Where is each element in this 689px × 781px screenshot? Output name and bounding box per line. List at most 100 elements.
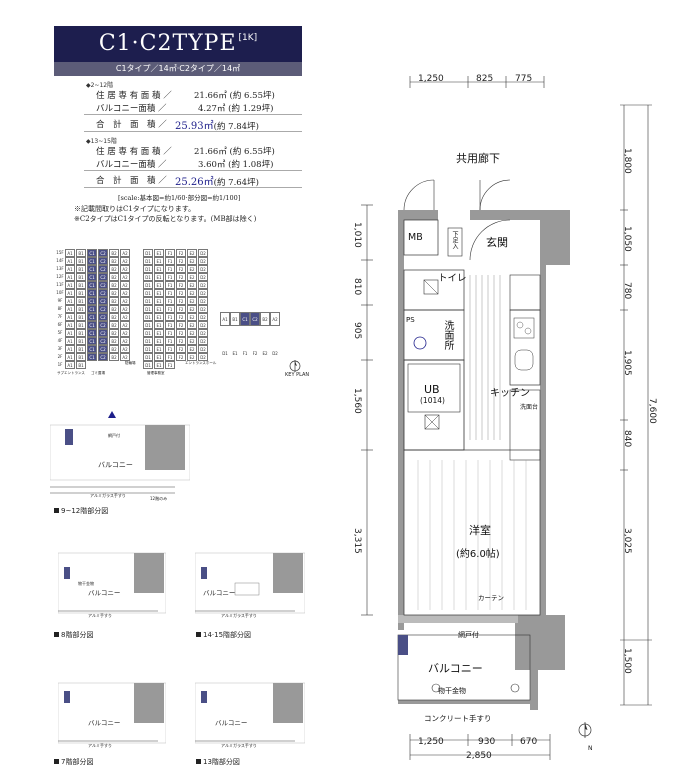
grid-cell: F2 [176, 329, 186, 337]
keyplan-cell: F1 [240, 350, 250, 358]
dim-right-7: 1,500 [622, 648, 632, 674]
grid-cell: E1 [154, 313, 164, 321]
grid-cell: F2 [176, 353, 186, 361]
grid-cell: A1 [65, 305, 75, 313]
grid-cell: C2 [98, 257, 108, 265]
grid-cell: E1 [154, 337, 164, 345]
grid-cell: E2 [187, 273, 197, 281]
dim-right-5: 840 [622, 430, 632, 448]
grid-cell: A1 [65, 281, 75, 289]
grid-cell: E1 [154, 321, 164, 329]
grid-cell: D2 [198, 249, 208, 257]
grid-cell: D2 [198, 297, 208, 305]
grid-cell: B1 [76, 257, 86, 265]
caption-text: 7階部分図 [61, 758, 94, 766]
caption-text: 9~12階部分図 [61, 507, 109, 515]
total-value-row: 25.26㎡(約 7.64坪) [175, 173, 259, 188]
keyplan-cell: E1 [230, 350, 240, 358]
svg-text:バルコニー: バルコニー [203, 589, 235, 597]
right-dim-lines [620, 104, 652, 706]
north-label: N [588, 745, 593, 752]
dim-right-1: 1,800 [622, 148, 632, 174]
grid-cell: A2 [120, 353, 130, 361]
toilet-label: トイレ [438, 273, 467, 284]
svg-text:アルミ手すり: アルミ手すり [88, 742, 112, 748]
dryer-label: 物干金物 [438, 687, 466, 695]
svg-text:12階のみ: 12階のみ [150, 495, 167, 501]
grid-cell: A2 [120, 313, 130, 321]
floor-label: 14F [55, 257, 65, 265]
grid-cell: B1 [76, 249, 86, 257]
scale-note: [scale:基本図=約1/60·部分図=約1/100] [118, 194, 241, 202]
grid-cell: C2 [98, 273, 108, 281]
grid-cell: C2 [98, 313, 108, 321]
curtain-label: カーテン [478, 594, 504, 602]
grid-cell: A1 [65, 337, 75, 345]
grid-cell: C1 [87, 281, 97, 289]
grid-cell: D1 [143, 305, 153, 313]
area-value: 4.27㎡ (約 1.29坪) [198, 104, 274, 114]
type-sup: [1K] [238, 33, 258, 43]
grid-cell: B1 [76, 265, 86, 273]
grid-cell: C2 [98, 305, 108, 313]
area-row: 住 居 専 有 面 積 ／ [96, 145, 172, 157]
grid-cell: C1 [87, 297, 97, 305]
grid-cell: D1 [143, 249, 153, 257]
partial-drawing-14-15: バルコニー アルミガラス手すり [195, 552, 305, 618]
grid-cell: F1 [165, 305, 175, 313]
kitchen-label: キッチン [490, 388, 530, 399]
shoes-label: 下足入 [451, 231, 458, 249]
floor-label: 4F [55, 337, 65, 345]
svg-text:網戸付: 網戸付 [108, 432, 120, 438]
grid-cell: C2 [98, 353, 108, 361]
grid-cell: B2 [109, 297, 119, 305]
grid-cell: D1 [143, 273, 153, 281]
divider [84, 114, 302, 115]
caption-text: 14·15階部分図 [203, 631, 252, 639]
grid-cell: A1 [65, 257, 75, 265]
corridor-label: 共用廊下 [456, 152, 500, 165]
dim-right-6: 3,025 [622, 528, 632, 554]
grid-cell: B1 [76, 329, 86, 337]
dim-top-3: 775 [515, 74, 533, 84]
grid-cell: A1 [65, 313, 75, 321]
grid-cell: B1 [76, 313, 86, 321]
grid-cell: D1 [143, 353, 153, 361]
keyplan-cell: D1 [220, 350, 230, 358]
wash-basin-label: 洗面台 [520, 404, 539, 411]
caption-text: 8階部分図 [61, 631, 94, 639]
grid-cell: F2 [176, 305, 186, 313]
grid-cell: F2 [176, 345, 186, 353]
keyplan-cell: A2 [270, 312, 280, 326]
grid-cell: C1 [87, 273, 97, 281]
bath-size: (1014) [420, 396, 445, 405]
grid-cell: E1 [154, 257, 164, 265]
grid-cell: C1 [87, 353, 97, 361]
grid-cell: C1 [87, 257, 97, 265]
dim-left-4: 1,560 [352, 388, 362, 414]
floor-label: 15F [55, 249, 65, 257]
dim-bottom-total: 2,850 [466, 751, 492, 761]
grid-cell: D2 [198, 265, 208, 273]
ground-label: エントランスホール [185, 361, 217, 365]
grid-cell: B1 [76, 273, 86, 281]
left-dim-lines [361, 204, 373, 616]
grid-cell: C1 [87, 249, 97, 257]
partial-caption-5: 13階部分図 [196, 757, 240, 767]
grid-cell: C1 [87, 345, 97, 353]
divider [84, 187, 302, 188]
grid-cell: C2 [98, 281, 108, 289]
dim-right-4: 1,905 [622, 350, 632, 376]
grid-cell: B2 [109, 321, 119, 329]
area-row: バルコニー面積 ／ [96, 158, 167, 170]
partial-drawing-9-12: バルコニー 網戸付 アルミガラス手すり 12階のみ [50, 411, 190, 501]
keyplan-cell: E2 [260, 350, 270, 358]
total-label: 合 計 面 積 ／ [96, 120, 167, 130]
grid-cell: D2 [198, 321, 208, 329]
grid-cell: F1 [165, 361, 175, 369]
svg-text:バルコニー: バルコニー [98, 461, 133, 469]
dim-left-2: 810 [352, 278, 362, 296]
grid-cell: D1 [143, 313, 153, 321]
svg-text:アルミガラス手すり: アルミガラス手すり [90, 492, 126, 498]
total-value: 25.93㎡ [175, 121, 214, 132]
